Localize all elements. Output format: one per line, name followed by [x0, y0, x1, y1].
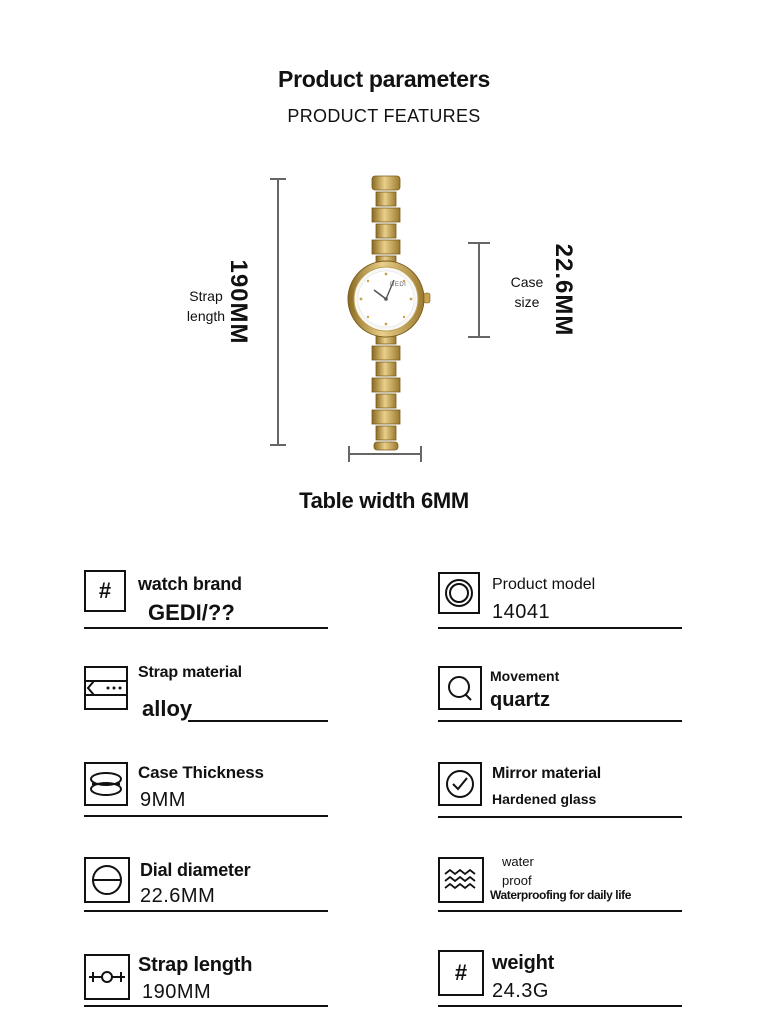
- strap-length-icon: [84, 954, 130, 1000]
- mirror-material-label: Mirror material: [492, 765, 602, 782]
- dial-circle-icon: [84, 857, 130, 903]
- water-proof-underline: [438, 910, 682, 912]
- strap-length-spec-value: 190MM: [142, 981, 212, 1003]
- dial-diameter-value: 22.6MM: [140, 885, 216, 907]
- watch-brand-underline: [84, 627, 328, 629]
- movement-underline: [438, 720, 682, 722]
- watch-illustration: [347, 175, 431, 451]
- case-thickness-value: 9MM: [140, 789, 186, 811]
- movement-value: quartz: [490, 689, 550, 711]
- dial-diameter-underline: [84, 910, 328, 912]
- strap-material-underline: [188, 720, 328, 722]
- product-model-value: 14041: [492, 601, 551, 623]
- strap-length-spec-label: Strap length: [138, 954, 253, 976]
- table-width-label: Table width 6MM: [299, 488, 469, 513]
- mirror-material-underline: [438, 816, 682, 818]
- page-title: Product parameters: [278, 66, 490, 92]
- case-size-value: 22.6MM: [550, 243, 577, 337]
- case-size-dimension-line: [468, 242, 490, 338]
- product-model-label: Product model: [492, 576, 596, 593]
- strap-buckle-icon: [84, 666, 128, 710]
- case-thickness-underline: [84, 815, 328, 817]
- magnifier-ring-icon: [438, 666, 482, 710]
- movement-label: Movement: [490, 668, 560, 684]
- case-thickness-label: Case Thickness: [138, 763, 264, 782]
- strap-length-underline: [84, 1005, 328, 1007]
- hash-icon: #: [84, 570, 126, 612]
- stacked-case-icon: [84, 762, 128, 806]
- product-model-underline: [438, 627, 682, 629]
- waves-icon: [438, 857, 484, 903]
- checkmark-circle-icon: [438, 762, 482, 806]
- watch-brand-value: GEDI/??: [148, 600, 235, 625]
- weight-underline: [438, 1005, 682, 1007]
- water-proof-value: Waterproofing for daily life: [490, 888, 632, 902]
- hash-icon: #: [438, 950, 484, 996]
- water-proof-label: water proof: [502, 854, 534, 888]
- mirror-material-value: Hardened glass: [492, 791, 597, 807]
- page-subtitle: PRODUCT FEATURES: [287, 106, 481, 126]
- strap-material-label: Strap material: [138, 664, 242, 681]
- dial-diameter-label: Dial diameter: [140, 860, 251, 880]
- strap-material-value: alloy: [142, 696, 193, 721]
- strap-length-dimension-line: [270, 178, 286, 446]
- case-size-caption: Case size: [510, 274, 544, 310]
- strap-length-caption: Strap length: [186, 288, 226, 324]
- watch-brand-label: watch brand: [138, 574, 242, 594]
- dial-brand-text: GEDI: [389, 282, 407, 288]
- weight-value: 24.3G: [492, 980, 549, 1002]
- table-width-dimension-line: [348, 446, 422, 462]
- double-ring-icon: [438, 572, 480, 614]
- weight-label: weight: [492, 952, 555, 974]
